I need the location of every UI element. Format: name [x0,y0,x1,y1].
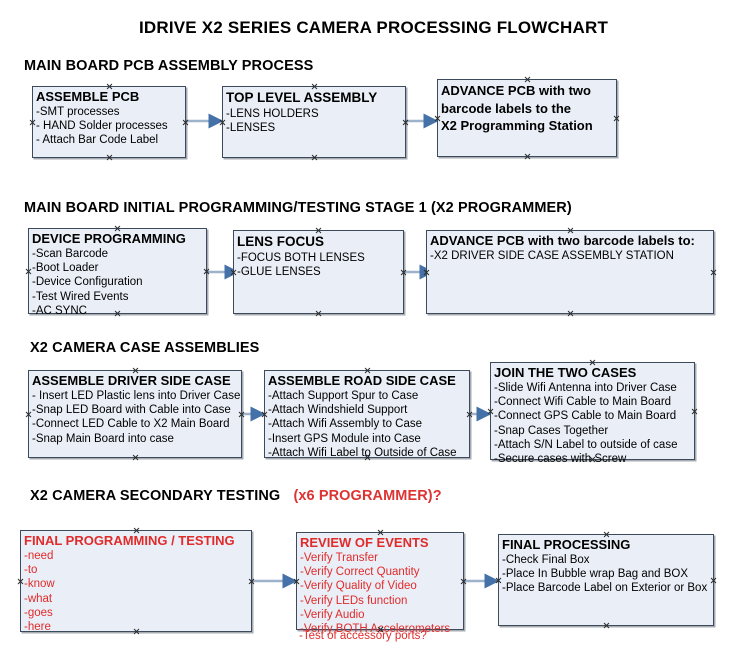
node-line: - Attach Bar Code Label [36,134,159,147]
node-line: -Check Final Box [502,554,590,566]
node-line: -Connect Wifi Cable to Main Board [494,396,672,409]
node-line: -Snap Main Board into case [32,432,174,445]
node-line: -Attach Support Spur to Case [268,390,419,402]
node-title: ASSEMBLE DRIVER SIDE CASE [32,373,231,388]
node-title: JOIN THE TWO CASES [494,365,637,380]
node-line: -Boot Loader [32,262,99,275]
node-line: -Verify BOTH Accelerometers [300,623,451,636]
node-assemble-road-side-case[interactable]: ASSEMBLE ROAD SIDE CASE -Attach Support … [264,370,470,459]
node-title: FINAL PROCESSING [502,537,631,552]
node-join-the-two-cases[interactable]: JOIN THE TWO CASES -Slide Wifi Antenna i… [490,362,695,465]
node-line: -to [24,564,38,577]
node-device-programming[interactable]: DEVICE PROGRAMMING -Scan Barcode -Boot L… [28,228,207,317]
node-line: -here [24,621,51,634]
node-line: -goes [24,606,53,619]
section-heading-suffix-red: (x6 PROGRAMMER)? [293,488,442,504]
node-line: -Connect GPS Cable to Main Board [494,410,677,423]
node-advance-pcb-x2-programming-station[interactable]: ADVANCE PCB with two barcode labels to t… [437,79,617,157]
node-line: -SMT processes [36,106,120,118]
section-heading-x2-camera-secondary-testing: X2 CAMERA SECONDARY TESTING (x6 PROGRAMM… [30,488,442,504]
section-heading-x2-camera-case-assemblies: X2 CAMERA CASE ASSEMBLIES [30,340,260,356]
node-line: X2 Programming Station [441,118,593,133]
node-title: TOP LEVEL ASSEMBLY [226,90,378,105]
node-line: -FOCUS BOTH LENSES [237,252,365,264]
node-line: -X2 DRIVER SIDE CASE ASSEMBLY STATION [430,250,674,262]
node-line: -LENS HOLDERS [226,108,319,120]
node-line: - HAND Solder processes [36,120,168,133]
node-title: ASSEMBLE ROAD SIDE CASE [268,373,456,388]
node-line: -Snap LED Board with Cable into Case [32,404,231,417]
node-line: -Attach Wifi Label to Outside of Case [268,446,457,459]
node-lens-focus[interactable]: LENS FOCUS -FOCUS BOTH LENSES -GLUE LENS… [233,230,404,314]
node-title: ASSEMBLE PCB [36,89,140,104]
node-title: DEVICE PROGRAMMING [32,231,186,246]
node-line-overflow-test-accessory-ports: -Test of accessory ports? [299,630,427,642]
node-line: -Secure cases with Screw [494,453,627,466]
node-title: ADVANCE PCB with two [441,83,591,98]
node-line: -Place In Bubble wrap Bag and BOX [502,568,689,581]
node-title: LENS FOCUS [237,234,325,249]
node-line: -Slide Wifi Antenna into Driver Case [494,382,677,394]
node-line: -Connect LED Cable to X2 Main Board [32,418,230,431]
node-final-processing[interactable]: FINAL PROCESSING -Check Final Box -Place… [498,534,714,626]
node-assemble-pcb[interactable]: ASSEMBLE PCB -SMT processes - HAND Solde… [32,86,186,158]
node-title: FINAL PROGRAMMING / TESTING [24,533,235,548]
node-line: -Verify Transfer [300,552,378,564]
node-line: -GLUE LENSES [237,266,321,279]
node-line: barcode labels to the [441,101,572,116]
section-heading-main-board-initial-programming: MAIN BOARD INITIAL PROGRAMMING/TESTING S… [24,200,572,216]
node-final-programming-testing[interactable]: FINAL PROGRAMMING / TESTING -need -to -k… [20,530,252,634]
node-assemble-driver-side-case[interactable]: ASSEMBLE DRIVER SIDE CASE - Insert LED P… [28,370,242,458]
node-line: -Verify Correct Quantity [300,566,420,579]
node-line: -Scan Barcode [32,248,109,260]
node-line: -what [24,592,53,605]
node-line: -Attach Wifi Assembly to Case [268,418,423,431]
node-line: -Insert GPS Module into Case [268,432,421,445]
node-line: -Place Barcode Label on Exterior or Box [502,582,708,595]
node-line: -Test Wired Events [32,290,129,303]
node-line: -Device Configuration [32,276,143,289]
section-heading-main-board-pcb-assembly: MAIN BOARD PCB ASSEMBLY PROCESS [24,58,314,74]
node-line: -Verify LEDs function [300,594,408,607]
node-line: -Verify Audio [300,608,365,621]
node-line: -Verify Quality of Video [300,580,417,593]
node-line: -Snap Cases Together [494,424,609,437]
node-line: -know [24,578,55,591]
node-line: -Attach S/N Label to outside of case [494,438,678,451]
node-title: ADVANCE PCB with two barcode labels to: [430,233,695,248]
node-advance-pcb-driver-side-case[interactable]: ADVANCE PCB with two barcode labels to: … [426,230,714,314]
node-line: -AC SYNC [32,304,87,317]
node-line: - Insert LED Plastic lens into Driver Ca… [32,390,241,402]
node-top-level-assembly[interactable]: TOP LEVEL ASSEMBLY -LENS HOLDERS -LENSES [222,86,406,158]
node-review-of-events[interactable]: REVIEW OF EVENTS -Verify Transfer -Verif… [296,532,464,635]
page-title: IDRIVE X2 SERIES CAMERA PROCESSING FLOWC… [138,18,609,37]
node-line: -Attach Windshield Support [268,404,408,417]
node-line: -need [24,550,54,562]
node-title: REVIEW OF EVENTS [300,535,429,550]
section-heading-text: X2 CAMERA SECONDARY TESTING [30,488,281,504]
node-line: -LENSES [226,122,276,135]
